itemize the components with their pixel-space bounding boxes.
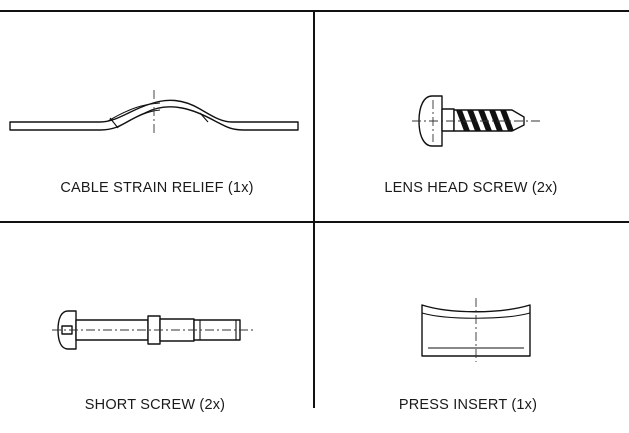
cable-strain-relief-icon xyxy=(9,90,299,136)
label-press-insert: PRESS INSERT (1x) xyxy=(398,397,538,413)
label-cable-strain-relief: CABLE STRAIN RELIEF (1x) xyxy=(60,180,254,196)
grid-lines xyxy=(0,10,629,408)
lens-head-screw-icon xyxy=(412,95,540,147)
short-screw-icon xyxy=(52,310,256,350)
label-lens-head-screw: LENS HEAD SCREW (2x) xyxy=(384,180,558,196)
press-insert-icon xyxy=(421,298,531,362)
label-short-screw: SHORT SCREW (2x) xyxy=(84,397,226,413)
